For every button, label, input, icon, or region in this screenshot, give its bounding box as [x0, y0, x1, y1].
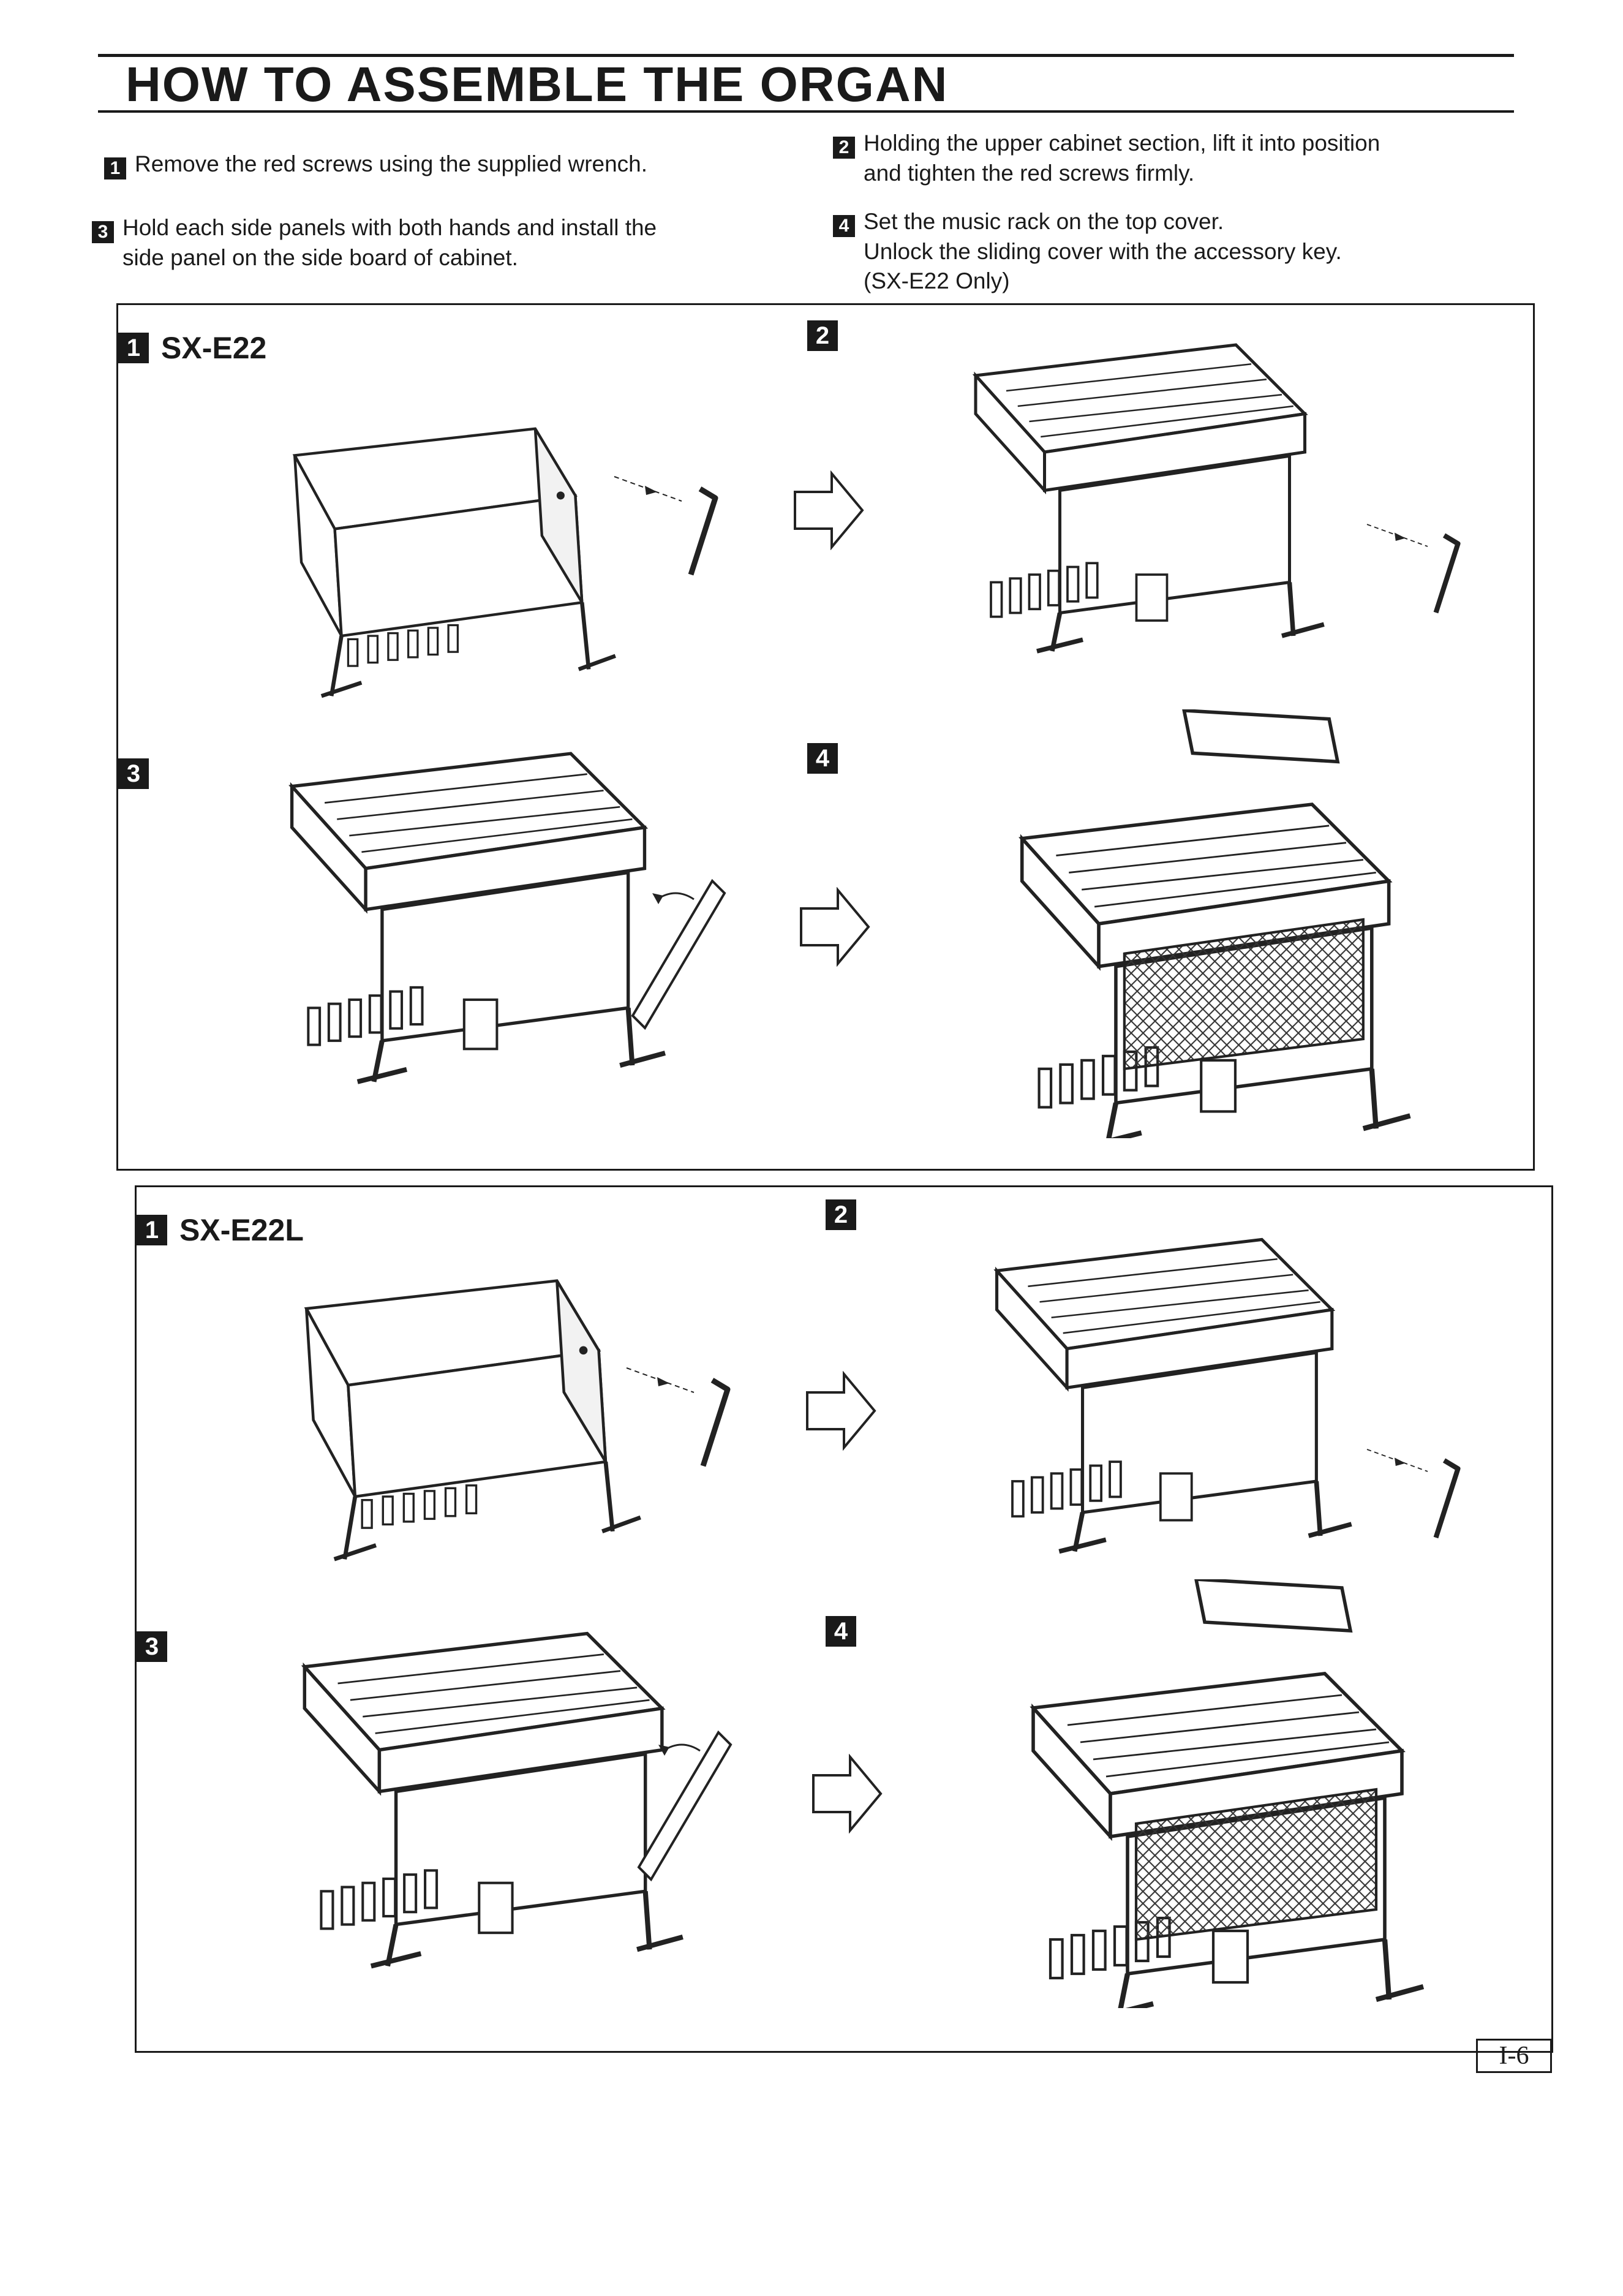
- arrow-right-icon: [798, 887, 872, 967]
- step-number-badge: 3: [92, 221, 114, 243]
- instruction-1: 1 Remove the red screws using the supplie…: [104, 149, 796, 179]
- wrench-illustration: [1361, 507, 1472, 630]
- arrow-right-icon: [810, 1754, 884, 1833]
- page-number: I-6: [1476, 2039, 1552, 2073]
- side-panel-illustration: [637, 1730, 732, 1882]
- model-label: SX-E22: [161, 331, 267, 365]
- instruction-2: 2 Holding the upper cabinet section, lift…: [833, 129, 1525, 188]
- instruction-text: Hold each side panels with both hands an…: [122, 215, 657, 240]
- instruction-text: side panel on the side board of cabinet.: [122, 245, 518, 270]
- step-badge-1: 1: [137, 1215, 167, 1245]
- step-number-badge: 4: [833, 215, 855, 237]
- instruction-text: Set the music rack on the top cover.: [864, 209, 1224, 234]
- model-label: SX-E22L: [179, 1213, 304, 1247]
- step-badge-3: 3: [118, 758, 149, 789]
- step-badge-4: 4: [826, 1616, 856, 1647]
- step-number-badge: 1: [104, 157, 126, 179]
- step-badge-2: 2: [826, 1199, 856, 1230]
- step-badge-4: 4: [807, 743, 838, 774]
- instruction-text: Unlock the sliding cover with the access…: [864, 239, 1342, 264]
- arrow-right-icon: [804, 1371, 878, 1451]
- panel-sx-e22: 1 SX-E22 2 3 4: [116, 303, 1535, 1171]
- step1-illustration: [247, 415, 663, 709]
- instruction-text: Holding the upper cabinet section, lift …: [864, 130, 1380, 156]
- arrow-right-icon: [792, 470, 865, 550]
- title-rule-top: [98, 54, 1514, 57]
- wrench-illustration: [608, 458, 731, 593]
- step1-illustration: [265, 1267, 682, 1573]
- step-number-badge: 2: [833, 137, 855, 159]
- page-title: HOW TO ASSEMBLE THE ORGAN: [126, 57, 949, 111]
- step2-illustration: [945, 330, 1374, 667]
- instruction-3: 3 Hold each side panels with both hands a…: [92, 213, 815, 273]
- step4-illustration: [988, 709, 1466, 1138]
- panel-sx-e22l: 1 SX-E22L 2 3 4: [135, 1185, 1553, 2053]
- wrench-illustration: [1361, 1432, 1472, 1555]
- step-badge-2: 2: [807, 320, 838, 351]
- side-panel-illustration: [631, 878, 726, 1030]
- wrench-illustration: [620, 1346, 743, 1487]
- instruction-text: Remove the red screws using the supplied…: [135, 151, 648, 176]
- step-badge-3: 3: [137, 1631, 167, 1662]
- step-badge-1: 1: [118, 333, 149, 363]
- instruction-text: (SX-E22 Only): [864, 268, 1010, 293]
- step4-illustration: [994, 1579, 1484, 2008]
- title-rule-bottom: [98, 110, 1514, 113]
- instruction-text: and tighten the red screws firmly.: [864, 160, 1195, 186]
- instruction-4: 4 Set the music rack on the top cover. Un…: [833, 207, 1525, 296]
- step2-illustration: [963, 1224, 1404, 1567]
